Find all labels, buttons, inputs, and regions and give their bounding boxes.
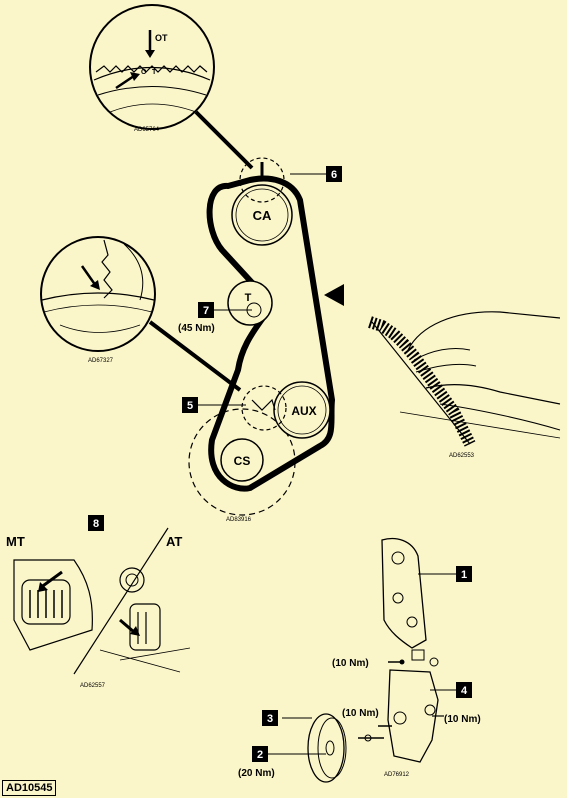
tensioner-mark-detail: AD67327 <box>40 236 156 364</box>
callout-8: 8 <box>88 515 104 531</box>
flywheel-mark-section: MT AT 8 AD62557 <box>6 515 191 689</box>
callout-4: 4 <box>456 682 472 698</box>
callout-2: 2 <box>252 746 268 762</box>
callout-3-label: 3 <box>267 713 273 725</box>
o-mark-label: O <box>141 69 147 76</box>
code-bracket: AD76912 <box>384 772 410 778</box>
automatic-gearbox-label: AT <box>166 534 182 549</box>
callout-3: 3 <box>262 710 278 726</box>
callout-2-label: 2 <box>257 749 263 761</box>
tensioner-pulley <box>227 280 273 326</box>
leader-line-left <box>148 320 242 392</box>
tensioner-torque: (45 Nm) <box>178 323 215 334</box>
callout-7: 7 <box>198 302 214 318</box>
callout-5-label: 5 <box>187 400 193 412</box>
callout-1-label: 1 <box>461 569 467 581</box>
callout-8-label: 8 <box>93 518 99 530</box>
crankshaft-pulley-label: CS <box>234 454 251 468</box>
camshaft-mark-detail: OT O T AD65764 <box>89 4 215 133</box>
figure-reference-code: AD10545 <box>2 780 57 796</box>
belt-routing: CA T AUX CS AD83916 <box>188 157 344 523</box>
camshaft-pulley <box>231 184 293 246</box>
ot-mark-label: OT <box>155 33 168 43</box>
code-hand: AD62553 <box>449 453 475 459</box>
code-left: AD67327 <box>88 358 114 364</box>
code-flywheel: AD62557 <box>80 683 106 689</box>
hand-belt-check-illustration: AD62553 <box>368 311 561 459</box>
bolt-a-torque: (10 Nm) <box>332 658 369 669</box>
t-mark-label: T <box>152 69 157 76</box>
tensioner-bracket-assembly: 1 4 (10 Nm) (10 Nm) (10 Nm) AD76912 3 <box>238 537 481 783</box>
leader-line-top <box>194 110 254 170</box>
tensioner-pulley-label: T <box>245 292 252 304</box>
auxiliary-pulley-label: AUX <box>291 404 316 418</box>
belt-direction-arrow <box>324 284 344 306</box>
code-top: AD65764 <box>134 127 160 133</box>
callout-6: 6 <box>326 166 342 182</box>
bolt-c-torque: (10 Nm) <box>444 714 481 725</box>
auxiliary-pulley <box>273 381 331 439</box>
crankshaft-pulley <box>220 438 264 482</box>
callout-5: 5 <box>182 397 198 413</box>
manual-gearbox-label: MT <box>6 534 25 549</box>
callout-6-label: 6 <box>331 169 337 181</box>
code-belt: AD83916 <box>226 517 252 523</box>
bolt-b-torque: (10 Nm) <box>342 708 379 719</box>
callout-4-label: 4 <box>461 685 468 697</box>
callout-7-label: 7 <box>203 305 209 317</box>
camshaft-pulley-label: CA <box>253 208 272 223</box>
callout-1: 1 <box>456 566 472 582</box>
timing-belt <box>206 175 335 492</box>
pulley-bolt-torque: (20 Nm) <box>238 768 275 779</box>
